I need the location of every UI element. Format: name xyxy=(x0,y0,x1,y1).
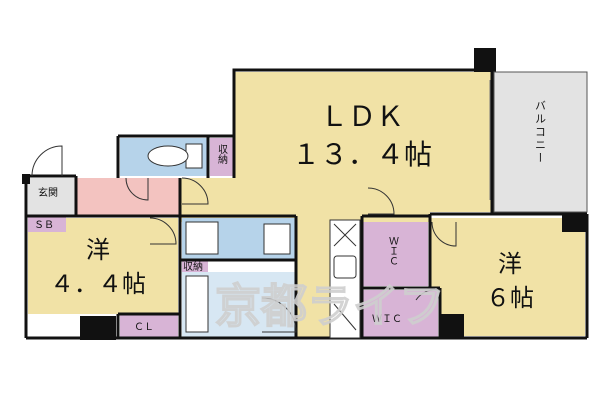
bath-fixture xyxy=(185,221,291,255)
western-room-2-floor xyxy=(430,218,585,336)
storage-2-floor xyxy=(182,260,208,272)
pillar-top-right xyxy=(474,48,496,72)
closet-label: ＣＬ xyxy=(134,322,154,333)
storage-2-label: 収納 xyxy=(183,260,203,273)
balcony-label: バルコニー xyxy=(534,100,547,165)
pillar-bottom-left xyxy=(80,316,116,340)
storage-1-floor xyxy=(210,138,234,176)
door-swings xyxy=(31,145,457,333)
balcony-floor xyxy=(494,72,587,212)
toilet-fixture xyxy=(147,143,203,169)
western-room-1-floor xyxy=(28,218,178,314)
western-room-1-size: ４．４帖 xyxy=(50,270,146,298)
storage-1-label: 収納 xyxy=(216,144,228,165)
entrance-floor xyxy=(28,178,76,216)
western-room-1-name: 洋 xyxy=(86,236,110,264)
kitchen-counter xyxy=(329,219,361,339)
pillar-right xyxy=(562,212,586,232)
washbasin xyxy=(185,275,209,333)
shoe-box-floor xyxy=(28,216,66,232)
ldk-name: ＬＤＫ xyxy=(320,100,404,133)
ldk-floor xyxy=(180,72,492,338)
ldk-size: １３．４帖 xyxy=(292,138,432,171)
wic-1-label: ＷＩＣ xyxy=(387,236,399,266)
wic-2-floor xyxy=(362,290,438,338)
closet-floor xyxy=(120,314,178,338)
entrance-label: 玄関 xyxy=(38,186,58,199)
western-room-2-size: ６帖 xyxy=(486,284,534,312)
balcony-outline xyxy=(493,71,588,213)
entrance-hall-floor xyxy=(76,178,180,216)
pillar-left xyxy=(22,174,30,184)
shoe-box-label: ＳＢ xyxy=(34,220,54,231)
western-room-2-name: 洋 xyxy=(498,250,522,278)
pillar-bottom-mid xyxy=(440,314,464,338)
wic-2-label: ＷＩＣ xyxy=(372,314,402,325)
wic-1-floor xyxy=(362,222,428,286)
watermark: 京都ライフ xyxy=(215,279,445,333)
